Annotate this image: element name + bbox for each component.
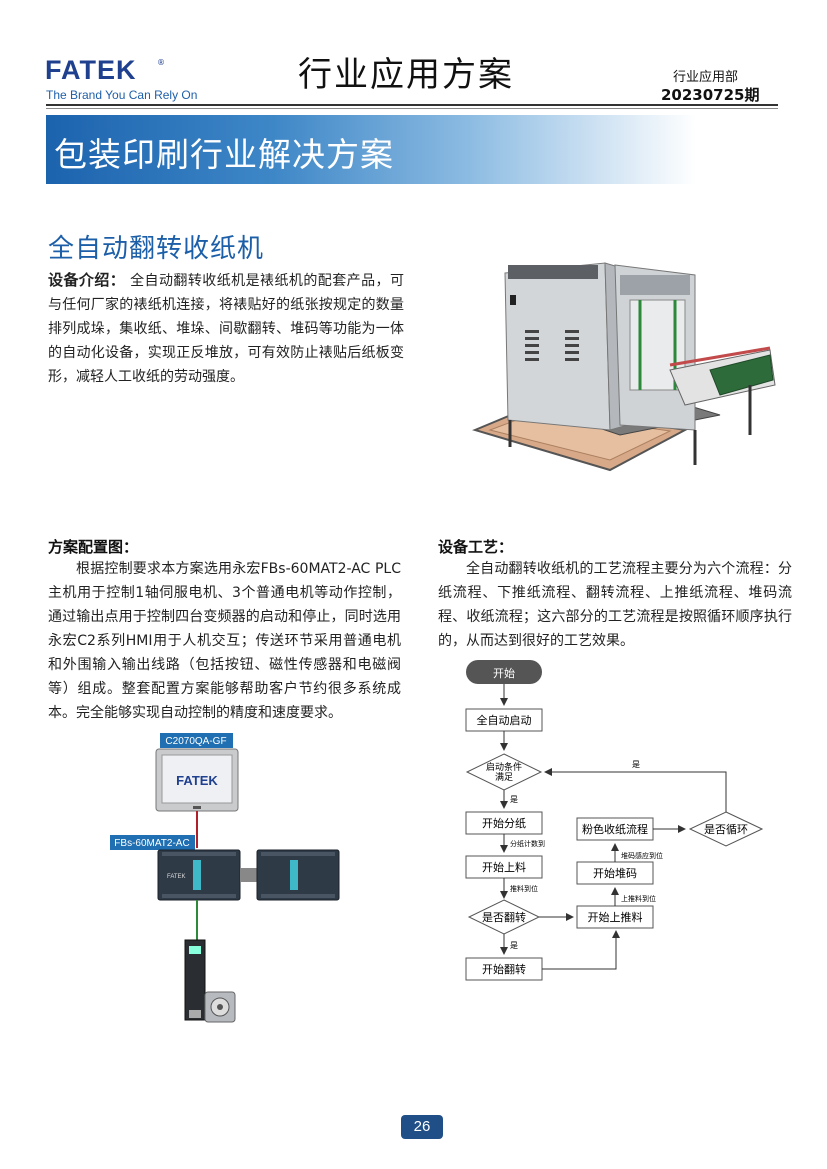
flow-feed-label: 开始上料 bbox=[482, 860, 526, 874]
configuration-diagram: C2070QA-GF FATEK FBs-60MAT2-AC FATEK bbox=[110, 733, 340, 1023]
page-header: FATEK ® The Brand You Can Rely On 行业应用方案… bbox=[0, 0, 827, 112]
plc-label: FBs-60MAT2-AC bbox=[114, 838, 189, 849]
config-title: 方案配置图： bbox=[48, 538, 139, 556]
flow-cond-line2: 满足 bbox=[495, 772, 513, 783]
header-divider bbox=[46, 104, 778, 106]
flow-push-up-label: 开始上推料 bbox=[588, 910, 643, 924]
flow-split-label: 开始分纸 bbox=[482, 816, 526, 830]
flow-auto-start-label: 全自动启动 bbox=[477, 713, 532, 727]
department-label: 行业应用部 bbox=[673, 70, 739, 85]
page-title: 行业应用方案 bbox=[298, 55, 514, 95]
flow-loop-q-label: 是否循环 bbox=[704, 823, 748, 836]
flow-cond-line1: 启动条件 bbox=[486, 761, 522, 773]
flow-split-note: 分纸计数到 bbox=[510, 839, 545, 848]
flow-stack-label: 开始堆码 bbox=[593, 866, 637, 880]
flow-loop-question bbox=[688, 811, 764, 847]
flow-feed-note: 推料到位 bbox=[510, 884, 538, 893]
config-paragraph: 根据控制要求本方案选用永宏FBs-60MAT2-AC PLC主机用于控制1轴伺服… bbox=[48, 561, 401, 721]
registered-mark: ® bbox=[157, 58, 165, 67]
flow-flip-label: 开始翻转 bbox=[482, 962, 526, 976]
flow-yes3-label: 是 bbox=[632, 760, 640, 769]
header-divider-thin bbox=[46, 108, 778, 109]
flow-start-label: 开始 bbox=[493, 666, 515, 680]
flow-push-note: 上推料到位 bbox=[621, 894, 656, 903]
flow-flip-q-label: 是否翻转 bbox=[482, 910, 526, 924]
flow-start bbox=[466, 660, 542, 684]
brand-logo: FATEK bbox=[45, 55, 137, 85]
hmi-label: C2070QA-GF bbox=[165, 736, 226, 747]
flow-collect-label: 粉色收纸流程 bbox=[582, 822, 648, 836]
title-banner: 包装印刷行业解决方案 bbox=[46, 115, 696, 184]
hmi-logo: FATEK bbox=[176, 773, 218, 788]
machine-illustration bbox=[472, 262, 776, 472]
issue-label: 20230725期 bbox=[661, 86, 760, 104]
page-number: 26 bbox=[401, 1115, 443, 1139]
flow-yes-label: 是 bbox=[510, 795, 518, 804]
flow-stack-note: 堆码感应到位 bbox=[621, 851, 663, 860]
process-flowchart: 开始 全自动启动 启动条件 满足 是 开始分纸 分纸计数到 开始上料 推料到位 … bbox=[465, 660, 764, 981]
process-paragraph: 全自动翻转收纸机的工艺流程主要分为六个流程：分纸流程、下推纸流程、翻转流程、上推… bbox=[438, 561, 792, 649]
intro-label: 设备介绍： bbox=[48, 271, 126, 289]
brand-tagline: The Brand You Can Rely On bbox=[46, 88, 198, 102]
banner-title: 包装印刷行业解决方案 bbox=[54, 135, 394, 174]
intro-paragraph: 设备介绍： 全自动翻转收纸机是裱纸机的配套产品，可与任何厂家的裱纸机连接，将裱贴… bbox=[48, 268, 404, 389]
flow-yes2-label: 是 bbox=[510, 941, 518, 950]
plc-brand: FATEK bbox=[167, 874, 186, 880]
process-title: 设备工艺： bbox=[438, 538, 514, 556]
intro-text: 全自动翻转收纸机是裱纸机的配套产品，可与任何厂家的裱纸机连接，将裱贴好的纸张按规… bbox=[48, 273, 404, 385]
section-title: 全自动翻转收纸机 bbox=[48, 234, 265, 264]
